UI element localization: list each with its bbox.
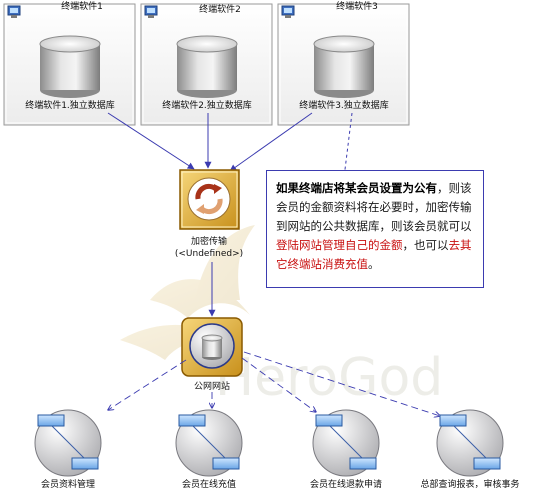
computer-icon bbox=[144, 5, 158, 18]
terminal-2-title: 终端软件2 bbox=[199, 5, 241, 15]
member-data-node[interactable] bbox=[34, 409, 102, 477]
note-highlight-consume: 去其它终端站消费充值 bbox=[276, 238, 472, 271]
terminal-panel-1[interactable] bbox=[3, 3, 136, 126]
note-text-end: 。 bbox=[368, 257, 380, 271]
arrow-terminal3-to-encrypt bbox=[229, 112, 313, 172]
hq-report-label: 总部查询报表，审核事务 bbox=[420, 480, 520, 490]
note-text-mid: ，也可以 bbox=[402, 238, 449, 252]
public-site-label: 公网网站 bbox=[193, 382, 231, 392]
note-anchor-line bbox=[337, 112, 353, 227]
note-highlight-login: 登陆网站管理自己的金额 bbox=[276, 238, 403, 252]
encrypt-node-label: 加密传输 bbox=[190, 237, 228, 247]
terminal-3-db-label: 终端软件3.独立数据库 bbox=[299, 101, 389, 111]
arrow-terminal1-to-encrypt bbox=[107, 112, 195, 170]
terminal-2-db-label: 终端软件2.独立数据库 bbox=[162, 101, 252, 111]
hq-report-node[interactable] bbox=[436, 409, 504, 477]
encrypt-node-sublabel: (<Undefined>) bbox=[174, 249, 244, 259]
terminal-1-title: 终端软件1 bbox=[61, 2, 103, 12]
computer-icon bbox=[7, 5, 21, 18]
terminal-3-title: 终端软件3 bbox=[336, 2, 378, 12]
encrypt-node[interactable] bbox=[179, 169, 240, 230]
refund-request-label: 会员在线退款申请 bbox=[309, 480, 383, 490]
online-recharge-label: 会员在线充值 bbox=[181, 480, 237, 490]
database-icon bbox=[201, 334, 223, 360]
note-text: ，则该会员的金额资料将在必要时，加密传输到网站的公共数据库，则该会员就可以 bbox=[276, 181, 472, 233]
refund-request-node[interactable] bbox=[312, 409, 380, 477]
note-box: 如果终端店将某会员设置为公有，则该会员的金额资料将在必要时，加密传输到网站的公共… bbox=[266, 170, 484, 288]
database-icon bbox=[39, 35, 101, 98]
computer-icon bbox=[281, 5, 295, 18]
member-data-label: 会员资料管理 bbox=[40, 480, 96, 490]
arrow-site-to-node3 bbox=[241, 357, 316, 412]
arrow-site-to-node4 bbox=[243, 351, 440, 416]
note-bold-text: 如果终端店将某会员设置为公有 bbox=[276, 181, 437, 195]
arrow-site-to-node1 bbox=[108, 359, 187, 410]
online-recharge-node[interactable] bbox=[175, 409, 243, 477]
terminal-1-db-label: 终端软件1.独立数据库 bbox=[25, 101, 115, 111]
database-icon bbox=[313, 35, 375, 98]
watermark-text: HeroGod bbox=[215, 348, 443, 408]
database-icon bbox=[176, 35, 238, 98]
sync-icon bbox=[195, 183, 223, 215]
